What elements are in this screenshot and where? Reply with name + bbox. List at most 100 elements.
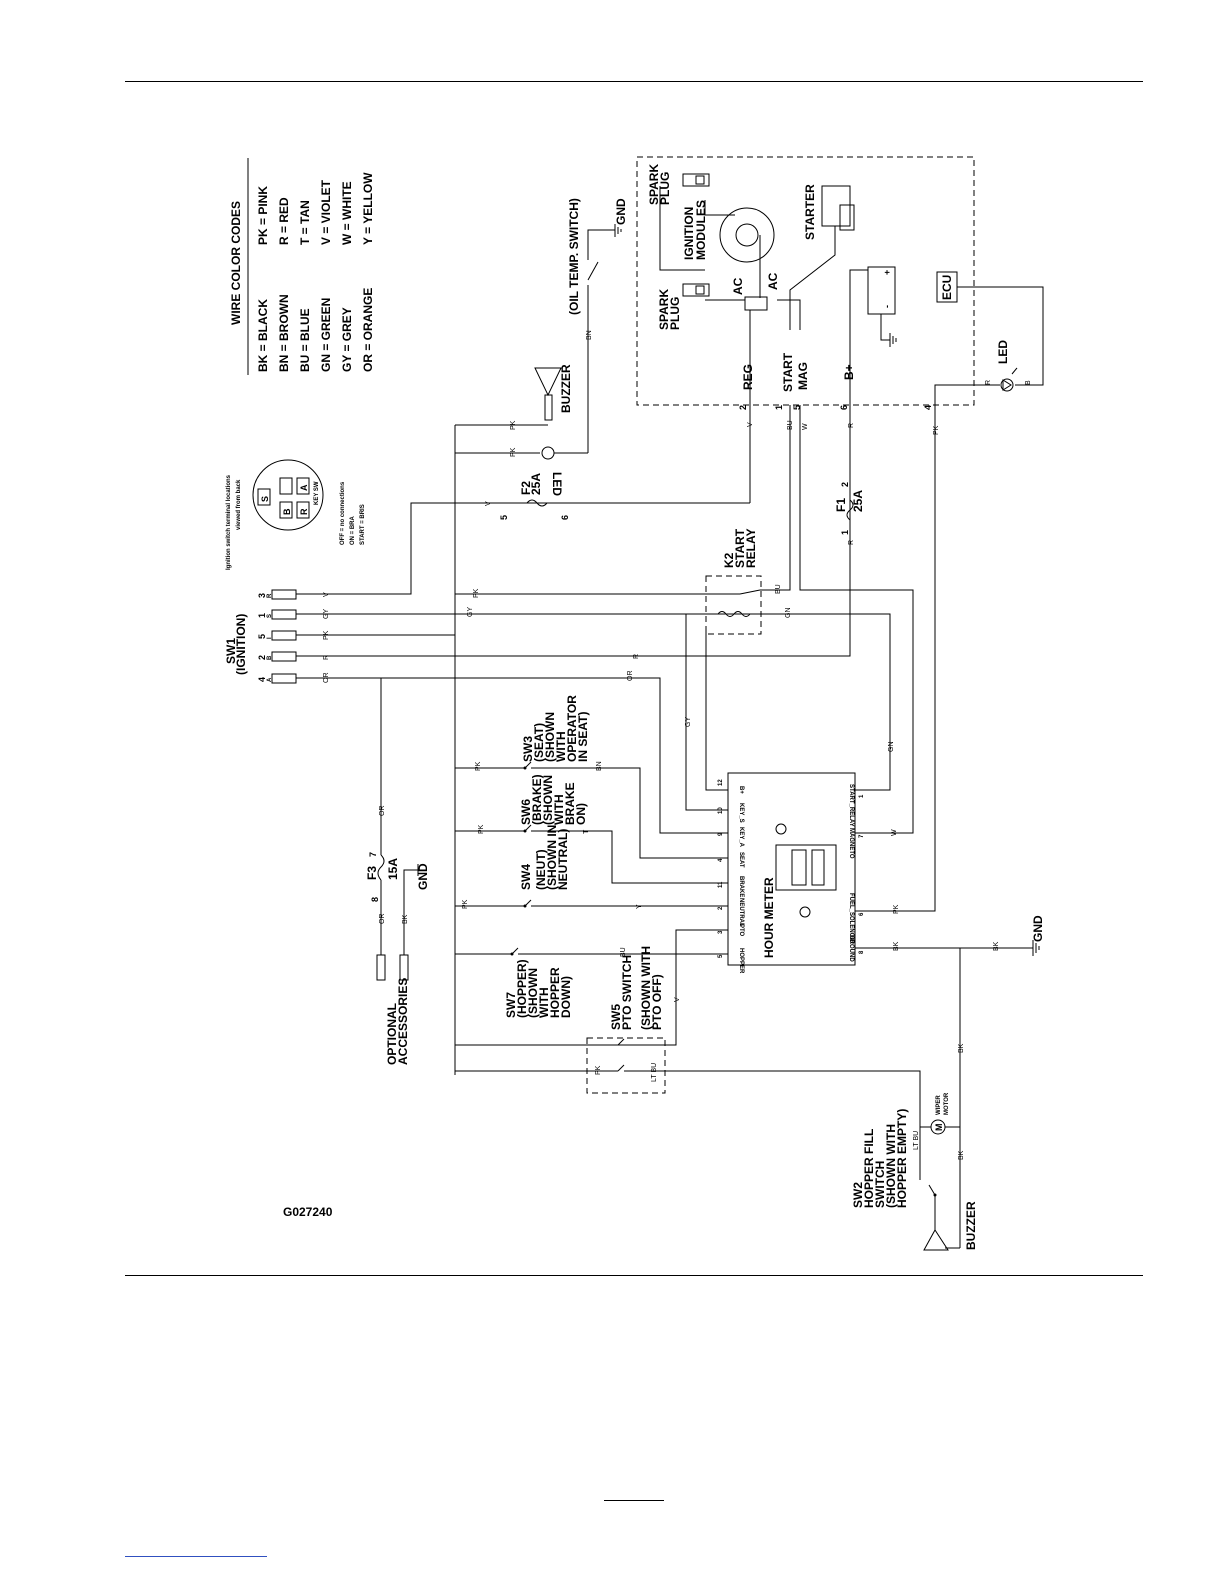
led-top-label: LED [996,340,1010,364]
key-sw-label: KEY SW [314,481,320,505]
legend-entry: BN = BROWN [277,294,291,372]
legend-entry: R = RED [277,197,291,245]
svg-text:8: 8 [370,897,380,902]
svg-text:1: 1 [257,613,267,618]
terminal-mag-label: MAG [796,362,810,390]
svg-text:GY: GY [685,717,692,727]
key-switch-terminal-diagram: Ignition switch terminal locations viewe… [226,459,366,570]
svg-text:(HOPPER): (HOPPER) [515,959,529,1018]
svg-text:GY: GY [467,607,474,617]
svg-text:6: 6 [560,515,570,520]
spark-plug-bottom-label: SPARK [657,289,671,330]
motor-m: M [934,1124,944,1132]
svg-text:PK: PK [893,904,900,914]
svg-text:1: 1 [840,530,850,535]
svg-text:PK: PK [475,761,482,771]
svg-text:B: B [1025,380,1032,385]
svg-text:BN: BN [596,761,603,771]
sw7-hopper-switch: SW7 (HOPPER) (SHOWN WITH HOPPER DOWN) [504,947,573,1018]
legend-entry: BK = BLACK [256,299,270,372]
svg-text:OR: OR [627,671,634,682]
top-rule [125,81,1143,82]
terminal-bplus-label: B+ [842,364,856,380]
svg-text:4: 4 [257,677,267,682]
svg-text:W: W [802,423,809,430]
svg-text:NEUTRAL: NEUTRAL [738,898,744,927]
svg-text:5: 5 [499,515,509,520]
led-mid-label: LED [550,472,564,496]
svg-text:25A: 25A [851,490,865,512]
svg-text:SEAT: SEAT [738,852,744,868]
oil-temp-switch: (OIL TEMP. SWITCH) GND BN [567,198,628,453]
svg-text:BU: BU [775,584,782,594]
legend-entry: T = TAN [298,200,312,245]
svg-text:2: 2 [738,405,748,410]
svg-text:PK: PK [462,899,469,909]
svg-text:PK: PK [478,824,485,834]
svg-text:R: R [323,655,330,660]
svg-text:2: 2 [840,482,850,487]
wiper-motor: M WIPER MOTOR LT BU [913,1092,960,1150]
svg-text:7: 7 [859,834,865,838]
svg-text:5: 5 [257,634,267,639]
led-mid: LED [541,446,588,496]
legend-entry: OR = ORANGE [361,288,375,372]
svg-text:PK: PK [473,588,480,598]
svg-text:SW6: SW6 [519,799,533,825]
svg-text:OR: OR [379,806,386,817]
svg-text:B+: B+ [738,786,744,794]
legend-entry: V = VIOLET [319,179,333,245]
legend-title: WIRE COLOR CODES [229,201,243,325]
svg-text:I: I [267,637,273,639]
svg-text:ON): ON) [574,803,588,825]
terminal-a: A [299,484,309,491]
svg-text:NEUTRAL): NEUTRAL) [556,829,570,890]
key-on-label: ON = BRA [350,515,356,545]
svg-text:KEY_S: KEY_S [738,803,744,823]
svg-text:V: V [747,422,754,427]
svg-text:MAGNETO: MAGNETO [848,828,854,859]
svg-text:25A: 25A [529,473,543,495]
svg-text:(SHOWN WITH: (SHOWN WITH [884,1124,898,1208]
fuse-f1: F1 25A 1 2 R [834,482,865,545]
ground-symbol-right: GND [1031,915,1045,956]
svg-text:R: R [633,654,640,659]
figure-id: G027240 [283,1205,333,1219]
svg-text:PK: PK [595,1065,602,1075]
spark-plug-top-label: SPARK [647,164,661,205]
svg-text:WIPER: WIPER [936,1095,942,1115]
svg-text:SW5: SW5 [609,1004,623,1030]
fuse-f2: F2 25A 5 6 V [485,473,570,520]
engine-box: SPARK PLUG SPARK PLUG IGNITION MODULES A… [636,156,1044,435]
svg-text:KEY_A: KEY_A [738,827,744,848]
svg-text:PK: PK [510,447,517,457]
svg-text:5: 5 [718,954,724,958]
fuse-f3: F3 15A 8 7 GND OR OR BK [365,806,430,925]
footer-link-line [125,1556,267,1557]
svg-text:HOPPER EMPTY): HOPPER EMPTY) [895,1109,909,1208]
svg-text:BU: BU [620,947,627,957]
terminal-b: B [282,508,292,515]
svg-text:8: 8 [859,950,865,954]
main-wiring [296,405,1033,1248]
svg-text:V: V [485,501,492,506]
svg-text:R: R [267,593,273,598]
svg-text:15A: 15A [386,858,400,880]
terminal-s: S [260,496,270,502]
svg-text:PK: PK [510,420,517,430]
svg-text:OPTIONAL: OPTIONAL [385,1003,399,1065]
svg-text:HOPPER: HOPPER [738,948,744,974]
svg-text:(SHOWN: (SHOWN [541,775,555,825]
svg-text:PTO: PTO [738,924,744,937]
svg-text:GN: GN [785,608,792,619]
bottom-rule [125,1275,1143,1276]
svg-text:PLUG: PLUG [658,172,672,205]
svg-text:BK: BK [958,1043,965,1053]
oil-temp-gnd: GND [614,198,628,225]
k2-start-relay: K2 START RELAY PK GY BU GN [467,528,792,635]
legend-entry: PK = PINK [256,186,270,245]
svg-text:7: 7 [368,852,378,857]
svg-text:MOTOR: MOTOR [944,1092,950,1115]
svg-text:2: 2 [257,655,267,660]
svg-text:11: 11 [718,881,724,888]
